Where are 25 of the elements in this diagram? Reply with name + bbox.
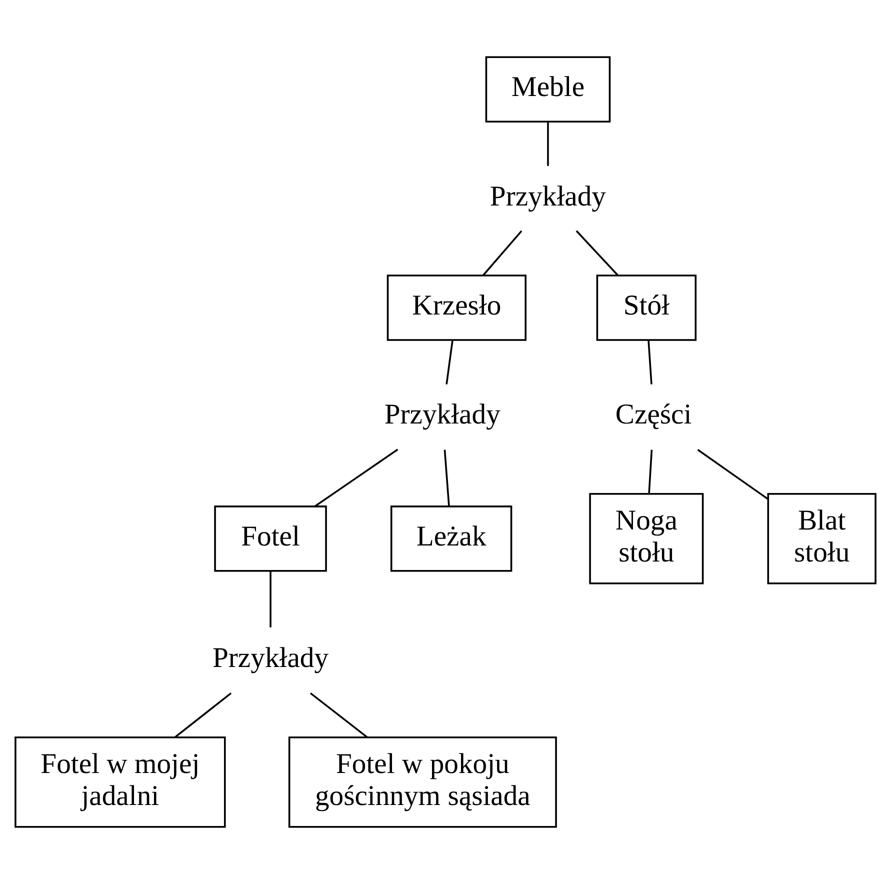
- node-text: Przykłady: [212, 642, 329, 674]
- connector: [547, 122, 549, 166]
- node-box: Meble: [485, 56, 611, 122]
- node-box: Fotel: [214, 506, 327, 572]
- node-box: Fotel w pokoju gościnnym sąsiada: [288, 736, 557, 828]
- node-text: Przykłady: [384, 398, 500, 431]
- node-box: Stół: [596, 274, 697, 341]
- connector: [314, 448, 398, 508]
- connector: [270, 571, 272, 628]
- connector: [446, 340, 454, 384]
- connector: [648, 340, 652, 384]
- connector: [310, 692, 368, 738]
- node-box: Fotel w mojej jadalni: [14, 736, 226, 828]
- node-box: Noga stołu: [589, 493, 704, 584]
- node-box: Leżak: [390, 506, 512, 572]
- connector: [444, 450, 450, 506]
- node-text: Części: [615, 398, 692, 431]
- connector: [648, 450, 653, 494]
- node-box: Blat stołu: [767, 493, 876, 584]
- connector: [482, 230, 522, 276]
- connector: [697, 449, 768, 500]
- node-text: Przykłady: [490, 180, 606, 212]
- connector: [174, 692, 232, 738]
- node-box: Krzesło: [386, 274, 526, 341]
- connector: [576, 230, 618, 276]
